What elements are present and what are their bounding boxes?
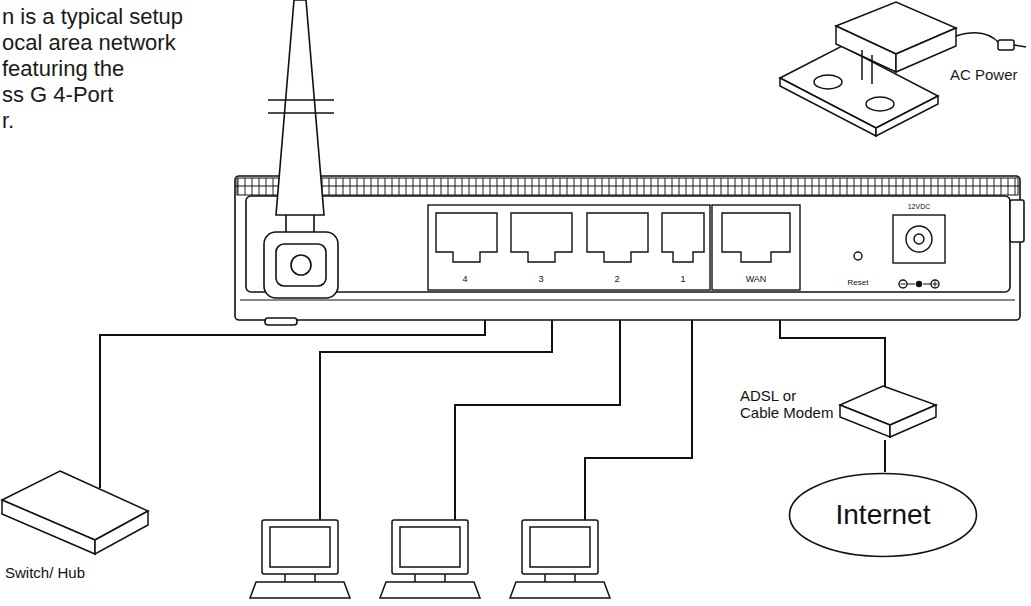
computers <box>284 574 286 582</box>
port-number: 2 <box>614 274 619 284</box>
lan-ports <box>587 213 648 262</box>
computers <box>574 574 576 582</box>
modem-box: ADSL or Cable Modem <box>740 385 940 440</box>
computer-wires <box>320 320 692 520</box>
power-label: 12VDC <box>908 203 931 211</box>
computers <box>400 527 460 567</box>
power-jack <box>935 282 936 287</box>
power-jack <box>923 284 931 285</box>
device-label: ADSL or Cable Modem <box>740 387 837 422</box>
intro-text: n is a typical setup <box>2 4 183 29</box>
router-body <box>246 196 1010 292</box>
antenna <box>276 0 324 215</box>
switch-side <box>95 511 148 554</box>
lan-ports <box>428 205 710 290</box>
computer-wires <box>320 320 552 520</box>
network-cable <box>884 440 886 472</box>
ac-adapter <box>866 97 894 111</box>
wan-port <box>722 213 790 262</box>
device-label: Switch/ Hub <box>5 564 85 581</box>
switch-side <box>2 500 95 554</box>
computers <box>530 527 590 567</box>
ac-adapter <box>861 50 863 80</box>
router-body <box>265 318 297 325</box>
intro-text: ss G 4-Port <box>2 82 113 107</box>
power-jack <box>893 215 945 263</box>
reset-button <box>854 252 862 260</box>
intro-text: featuring the <box>2 56 124 81</box>
modem-side <box>890 405 936 437</box>
port-label: WAN <box>746 274 767 284</box>
wan-port <box>712 205 800 290</box>
internet-cloud: Internet <box>788 472 978 558</box>
antenna <box>268 112 334 114</box>
lan-ports <box>428 205 710 290</box>
wan-port <box>712 205 800 290</box>
computers <box>250 520 610 598</box>
modem-side <box>840 405 890 437</box>
cloud-label: Internet <box>836 499 931 531</box>
computers <box>522 520 598 574</box>
ac-adapter <box>998 40 1014 50</box>
computers <box>444 574 446 582</box>
ac-adapter <box>956 33 1000 44</box>
power-jack <box>906 226 932 252</box>
router-body <box>1010 200 1024 242</box>
computers <box>392 520 468 574</box>
switch-hub-box: Switch/ Hub <box>0 470 152 590</box>
router-body <box>235 176 1024 325</box>
ac-adapter <box>1014 45 1026 47</box>
router-body <box>240 299 1015 300</box>
ac-adapter <box>814 75 842 89</box>
antenna <box>268 99 334 101</box>
antenna <box>264 0 338 298</box>
ac-adapter <box>871 55 873 84</box>
lan-ports <box>511 213 572 262</box>
port-number: 4 <box>462 274 467 284</box>
antenna <box>264 232 338 298</box>
computers <box>510 582 610 598</box>
switch-shape <box>0 470 152 560</box>
lan-ports <box>436 213 497 262</box>
computers <box>270 527 330 567</box>
ac-adapter <box>780 2 1026 136</box>
computer-wires <box>455 320 620 520</box>
lan-ports <box>662 213 704 262</box>
computers <box>544 574 546 582</box>
router-box: 4 3 2 1 WAN Reset 12VDC <box>235 176 1020 320</box>
antenna <box>276 244 326 286</box>
port-number: 3 <box>538 274 543 284</box>
power-jack <box>907 284 915 285</box>
ellipse-outline <box>790 474 977 557</box>
computers <box>250 582 350 598</box>
router-body <box>235 186 1020 187</box>
power-jack <box>917 282 922 287</box>
intro-text: r. <box>2 108 14 133</box>
part-label: AC Power <box>950 66 1018 83</box>
ac-adapter <box>896 28 956 72</box>
power-jack <box>899 280 907 288</box>
reset-button <box>854 252 862 260</box>
computers <box>380 582 480 598</box>
router-body <box>235 176 1020 320</box>
computers <box>314 574 316 582</box>
power-jack <box>901 284 906 285</box>
power-jack <box>931 280 939 288</box>
intro-text: ocal area network <box>2 30 176 55</box>
ac-adapter <box>836 26 896 72</box>
network-cable <box>780 320 885 387</box>
network-cable <box>100 320 485 488</box>
computers <box>414 574 416 582</box>
power-jack <box>893 215 945 288</box>
computers <box>262 520 338 574</box>
computer-wires <box>585 320 692 520</box>
antenna <box>291 255 311 275</box>
power-jack <box>914 234 924 244</box>
button-label: Reset <box>848 278 869 287</box>
port-number: 1 <box>680 274 685 284</box>
